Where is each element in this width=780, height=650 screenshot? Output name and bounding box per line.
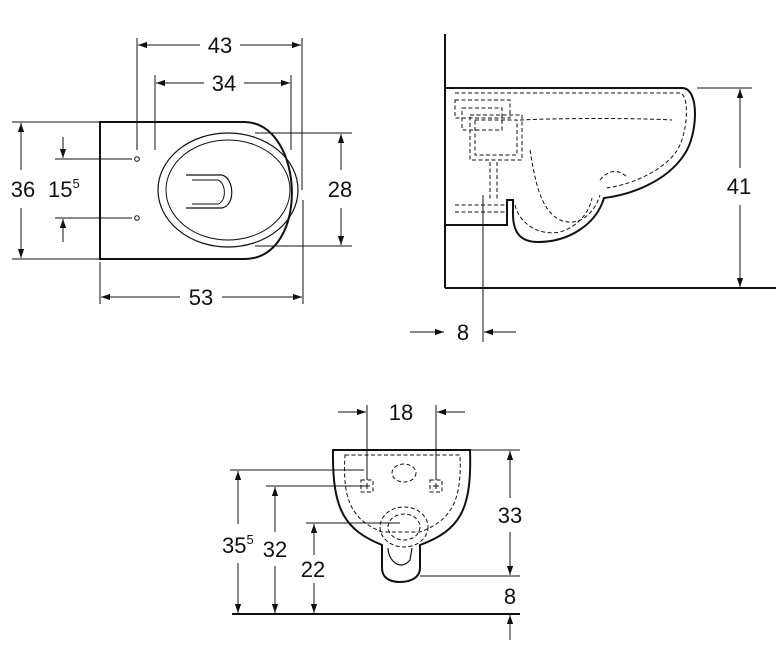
side-view: 41 8 [410,34,776,345]
top-view-rim [157,132,299,248]
dim-wall-offset: 8 [457,320,469,345]
fixing-hole-upper [134,156,140,162]
dim-length: 53 [189,285,213,310]
dim-outlet-height: 22 [301,557,325,582]
dim-side-height: 41 [727,174,751,199]
dim-fixing-height-upper: 355 [222,532,254,558]
dim-fixing-height-lower: 32 [263,537,287,562]
top-view-outlet [186,174,233,209]
front-view-bowl-outline [331,449,472,584]
dim-front-height: 33 [498,503,522,528]
dim-depth-inner: 28 [328,177,352,202]
dim-width-inner: 34 [212,71,236,96]
front-view: 18 33 8 355 32 22 [222,400,522,640]
dim-floor-offset: 8 [504,584,516,609]
top-view: 43 34 28 36 155 53 [11,33,352,310]
top-view-rim-inner [165,139,291,241]
dim-width-total: 43 [208,33,232,58]
dim-fixing-width: 18 [389,400,413,425]
side-view-bowl-outline [445,87,696,244]
dim-fixing-spacing: 155 [48,176,80,202]
top-view-bowl-outline [99,121,293,260]
fixing-hole-lower [134,215,140,221]
dim-height-total: 36 [11,177,35,202]
